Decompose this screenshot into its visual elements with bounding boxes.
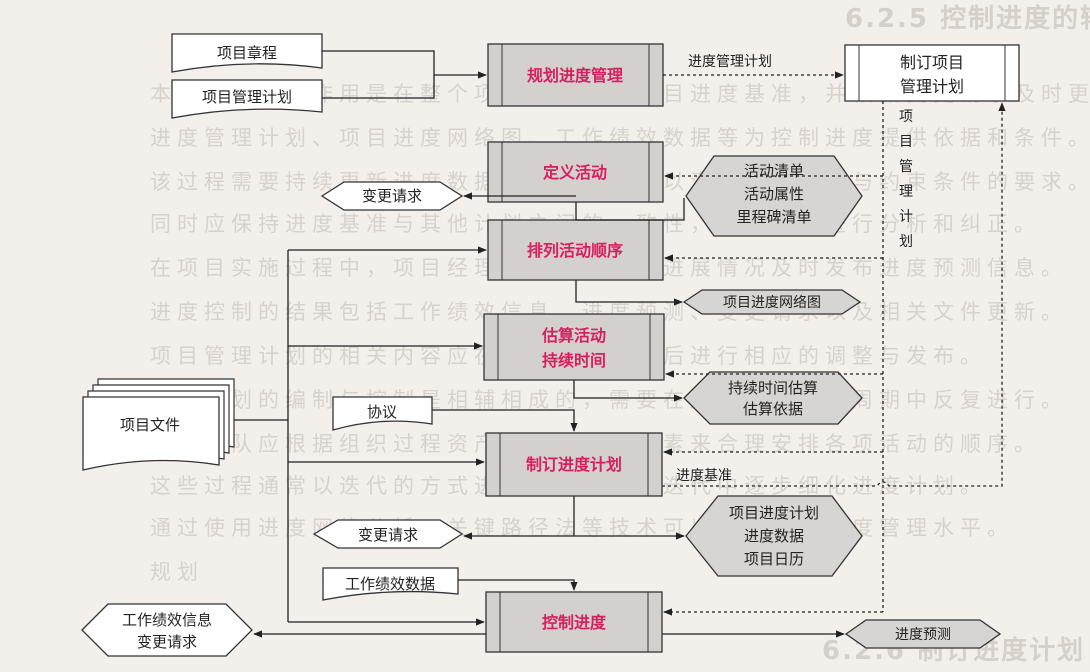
- output-work-performance-info-line2: 变更请求: [137, 633, 197, 651]
- output-duration-estimates: 持续时间估算 估算依据: [683, 371, 863, 425]
- output-activity-list-line2: 活动属性: [744, 185, 804, 203]
- develop-pm-plan-label-line1: 制订项目: [900, 53, 964, 72]
- doc-project-documents-stack: 项目文件: [82, 378, 235, 471]
- process-sequence-activities: 排列活动顺序: [487, 219, 664, 281]
- doc-pm-plan: 项目管理计划: [171, 79, 323, 119]
- dashed-connectors: [662, 71, 1006, 616]
- output-activity-list: 活动清单 活动属性 里程碑清单: [685, 155, 863, 237]
- edge-schedule-baseline: [662, 102, 1006, 487]
- doc-pm-plan-label: 项目管理计划: [202, 88, 292, 106]
- edge-charter: [322, 50, 435, 75]
- process-plan-schedule-management-label: 规划进度管理: [527, 66, 623, 85]
- vertical-char: 计: [899, 209, 913, 225]
- vertical-char: 目: [899, 134, 913, 150]
- doc-project-documents-label: 项目文件: [120, 416, 180, 434]
- process-develop-schedule-label: 制订进度计划: [526, 455, 622, 474]
- output-schedule-forecasts: 进度预测: [844, 619, 1002, 649]
- process-estimate-activity-durations: 估算活动 持续时间: [483, 313, 665, 381]
- output-change-request-1-label: 变更请求: [362, 187, 422, 205]
- output-work-performance-info: 工作绩效信息 变更请求: [81, 603, 253, 657]
- process-plan-schedule-management: 规划进度管理: [487, 43, 664, 107]
- process-control-schedule-label: 控制进度: [542, 613, 607, 632]
- output-activity-list-line3: 里程碑清单: [736, 208, 811, 226]
- doc-work-performance-data: 工作绩效数据: [322, 567, 459, 601]
- output-schedule-outputs-line1: 项目进度计划: [729, 504, 819, 522]
- process-define-activities: 定义活动: [487, 141, 664, 203]
- output-change-request-1: 变更请求: [320, 181, 464, 211]
- process-control-schedule: 控制进度: [485, 591, 663, 653]
- doc-project-charter: 项目章程: [171, 33, 323, 73]
- doc-work-performance-data-label: 工作绩效数据: [345, 575, 435, 593]
- edge-label-schedule-baseline: 进度基准: [676, 467, 732, 484]
- output-change-request-2-label: 变更请求: [358, 526, 418, 544]
- output-change-request-2: 变更请求: [312, 519, 464, 549]
- output-schedule-outputs-line2: 进度数据: [744, 527, 804, 545]
- output-schedule-forecasts-label: 进度预测: [895, 627, 951, 643]
- edge-define-activities-out: [575, 198, 685, 221]
- process-estimate-durations-label-line1: 估算活动: [541, 326, 606, 345]
- doc-agreement: 协议: [332, 396, 433, 431]
- process-develop-schedule: 制订进度计划: [485, 432, 663, 497]
- edge-pm-plan: [322, 75, 435, 99]
- output-work-performance-info-line1: 工作绩效信息: [122, 611, 212, 629]
- vertical-char: 管: [899, 159, 913, 175]
- edge-label-schedule-mgmt-plan: 进度管理计划: [688, 54, 772, 70]
- output-schedule-outputs: 项目进度计划 进度数据 项目日历: [685, 495, 863, 577]
- vertical-char: 理: [899, 184, 913, 200]
- output-duration-estimates-line1: 持续时间估算: [728, 379, 818, 397]
- solid-connectors: [234, 50, 845, 638]
- vertical-char: 划: [899, 234, 913, 250]
- doc-project-charter-label: 项目章程: [217, 44, 277, 62]
- doc-agreement-label: 协议: [367, 403, 397, 421]
- develop-pm-plan-label-line2: 管理计划: [900, 77, 964, 96]
- vertical-char: 项: [899, 109, 913, 125]
- edge-to-duration-estimates: [573, 380, 683, 402]
- process-define-activities-label: 定义活动: [542, 163, 607, 182]
- edge-label-pm-plan-vertical: 项 目 管 理 计 划: [899, 109, 913, 250]
- output-schedule-outputs-line3: 项目日历: [744, 550, 804, 568]
- output-network-diagram-label: 项目进度网络图: [723, 295, 821, 311]
- edge-work-perf-data: [458, 579, 578, 591]
- output-activity-list-line1: 活动清单: [744, 162, 804, 180]
- process-sequence-activities-label: 排列活动顺序: [527, 241, 623, 260]
- process-estimate-durations-label-line2: 持续时间: [542, 351, 606, 370]
- process-develop-pm-plan: 制订项目 管理计划: [844, 44, 1020, 102]
- edge-agreement: [432, 409, 578, 432]
- output-network-diagram: 项目进度网络图: [682, 289, 862, 315]
- edge-to-network-diagram: [575, 280, 683, 306]
- output-duration-estimates-line2: 估算依据: [743, 400, 803, 418]
